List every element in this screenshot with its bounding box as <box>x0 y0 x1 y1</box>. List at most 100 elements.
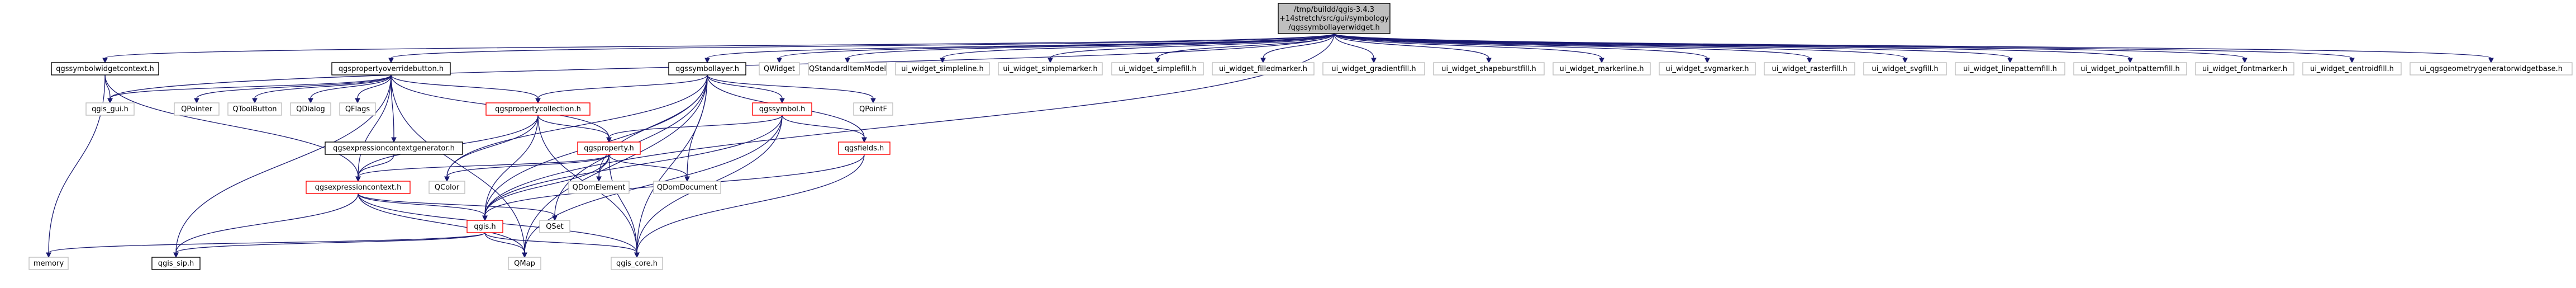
node-box <box>668 62 746 75</box>
edge-root-to-qgssymbolwidgetcontext <box>102 33 1335 64</box>
node-label: QDomElement <box>573 183 626 192</box>
node-qmap[interactable]: QMap <box>508 257 541 270</box>
edge-qgspropertyoverridebutton-to-qgsexpressioncontext <box>355 74 392 182</box>
node-box <box>653 181 721 194</box>
node-label: qgsfields.h <box>845 144 884 153</box>
edge-root-to-qstandarditemmodel <box>845 33 1335 64</box>
node-box <box>1278 3 1391 34</box>
node-label: qgis_gui.h <box>92 105 128 114</box>
node-root[interactable]: /tmp/buildd/qgis-3.4.3+14stretch/src/gui… <box>1278 3 1391 34</box>
node-qflags[interactable]: QFlags <box>339 102 376 116</box>
edge-root-to-ui-linepatternfill <box>1334 33 2013 64</box>
node-label: ui_widget_rasterfill.h <box>1772 65 1847 73</box>
edge-qgsexpressioncontext-to-qgis <box>358 193 488 221</box>
node-ui-svgfill[interactable]: ui_widget_svgfill.h <box>1863 62 1947 75</box>
node-box <box>998 62 1103 75</box>
node-box <box>28 257 69 270</box>
node-qgsexpressioncontextgenerator[interactable]: qgsexpressioncontextgenerator.h <box>325 141 463 155</box>
node-box <box>1212 62 1315 75</box>
node-qcolor[interactable]: QColor <box>428 181 465 194</box>
edge-qgis-to-memory <box>46 232 485 258</box>
node-qgsexpressioncontext[interactable]: qgsexpressioncontext.h <box>306 181 411 194</box>
node-box <box>306 181 411 194</box>
edge-root-to-ui-filledmarker <box>1260 33 1335 64</box>
node-qgssymbol[interactable]: qgssymbol.h <box>752 102 812 116</box>
node-box <box>611 257 663 270</box>
edge-qgspropertyoverridebutton-to-qgis-gui <box>107 74 392 104</box>
node-qdialog[interactable]: QDialog <box>290 102 331 116</box>
node-ui-markerline[interactable]: ui_widget_markerline.h <box>1553 62 1651 75</box>
edge-qgssymbolwidgetcontext-to-memory <box>46 74 106 258</box>
node-ui-simplemarker[interactable]: ui_widget_simplemarker.h <box>998 62 1103 75</box>
node-qgspropertyoverridebutton[interactable]: qgspropertyoverridebutton.h <box>331 62 451 75</box>
node-box <box>853 102 893 116</box>
node-box <box>339 102 376 116</box>
node-qset[interactable]: QSet <box>539 220 570 233</box>
node-ui-shapeburstfill[interactable]: ui_widget_shapeburstfill.h <box>1433 62 1545 75</box>
node-box <box>428 181 465 194</box>
node-box <box>325 141 463 155</box>
node-label: qgsproperty.h <box>584 144 634 153</box>
node-label: QSet <box>546 223 564 231</box>
edge-root-to-ui-gradientfill <box>1334 33 1377 64</box>
node-label: qgsexpressioncontextgenerator.h <box>333 144 455 153</box>
node-label: ui_widget_pointpatternfill.h <box>2080 65 2179 73</box>
node-memory[interactable]: memory <box>28 257 69 270</box>
node-qgssymbollayer[interactable]: qgssymbollayer.h <box>668 62 746 75</box>
node-label: ui_widget_filledmarker.h <box>1219 65 1307 73</box>
node-ui-gradientfill[interactable]: ui_widget_gradientfill.h <box>1322 62 1425 75</box>
node-box <box>2073 62 2187 75</box>
node-label: ui_widget_simpleline.h <box>901 65 983 73</box>
dependency-nodes: /tmp/buildd/qgis-3.4.3+14stretch/src/gui… <box>28 3 2573 270</box>
node-ui-svgmarker[interactable]: ui_widget_svgmarker.h <box>1659 62 1756 75</box>
node-ui-fontmarker[interactable]: ui_widget_fontmarker.h <box>2195 62 2294 75</box>
node-label: qgssymbollayer.h <box>675 65 739 73</box>
node-label: QMap <box>514 259 535 268</box>
edge-qgsproperty-to-qcolor <box>444 154 610 182</box>
node-label: QPointF <box>859 105 887 114</box>
node-qdomdocument[interactable]: QDomDocument <box>653 181 721 194</box>
node-qpointer[interactable]: QPointer <box>174 102 220 116</box>
node-qgssymbolwidgetcontext[interactable]: qgssymbolwidgetcontext.h <box>51 62 159 75</box>
node-ui-simplefill[interactable]: ui_widget_simplefill.h <box>1111 62 1204 75</box>
edge-qgspropertyoverridebutton-to-qgsexpressioncontextgenerator <box>391 74 397 143</box>
edge-root-to-ui-pointpatternfill <box>1334 33 2133 64</box>
node-box <box>2195 62 2294 75</box>
node-ui-simpleline[interactable]: ui_widget_simpleline.h <box>895 62 990 75</box>
node-label: ui_widget_centroidfill.h <box>2310 65 2394 73</box>
node-label: ui_widget_gradientfill.h <box>1331 65 1416 73</box>
node-box <box>1764 62 1855 75</box>
node-qgis-sip[interactable]: qgis_sip.h <box>151 257 201 270</box>
edge-root-to-ui-geomgen <box>1334 33 2494 64</box>
edge-root-to-ui-simplemarker <box>1047 33 1335 64</box>
edge-qgis-to-qgis-sip <box>173 232 485 258</box>
node-qgsfields[interactable]: qgsfields.h <box>838 141 891 155</box>
node-ui-geomgen[interactable]: ui_qgsgeometrygeneratorwidgetbase.h <box>2410 62 2573 75</box>
edge-qgspropertyoverridebutton-to-qgspropertycollection <box>391 74 541 104</box>
node-qgis-gui[interactable]: qgis_gui.h <box>85 102 135 116</box>
node-qgis-core[interactable]: qgis_core.h <box>611 257 663 270</box>
node-qgsproperty[interactable]: qgsproperty.h <box>577 141 641 155</box>
edge-qgssymbollayer-to-qpointf <box>707 74 876 104</box>
edge-qgis-to-qmap <box>484 232 527 258</box>
node-box <box>508 257 541 270</box>
node-label: QPointer <box>181 105 213 114</box>
node-box <box>752 102 812 116</box>
node-ui-filledmarker[interactable]: ui_widget_filledmarker.h <box>1212 62 1315 75</box>
edge-root-to-ui-markerline <box>1334 33 1604 64</box>
node-qwidget[interactable]: QWidget <box>759 62 800 75</box>
node-qgis[interactable]: qgis.h <box>466 220 503 233</box>
node-box <box>1659 62 1756 75</box>
node-qstandarditemmodel[interactable]: QStandardItemModel <box>808 62 887 75</box>
node-ui-centroidfill[interactable]: ui_widget_centroidfill.h <box>2302 62 2402 75</box>
node-label: ui_qgsgeometrygeneratorwidgetbase.h <box>2420 65 2563 73</box>
node-qpointf[interactable]: QPointF <box>853 102 893 116</box>
node-ui-rasterfill[interactable]: ui_widget_rasterfill.h <box>1764 62 1855 75</box>
node-ui-pointpatternfill[interactable]: ui_widget_pointpatternfill.h <box>2073 62 2187 75</box>
node-qdomelement[interactable]: QDomElement <box>568 181 630 194</box>
node-ui-linepatternfill[interactable]: ui_widget_linepatternfill.h <box>1955 62 2065 75</box>
node-box <box>290 102 331 116</box>
node-qgspropertycollection[interactable]: qgspropertycollection.h <box>485 102 591 116</box>
node-qtoolbutton[interactable]: QToolButton <box>227 102 282 116</box>
node-box <box>1863 62 1947 75</box>
